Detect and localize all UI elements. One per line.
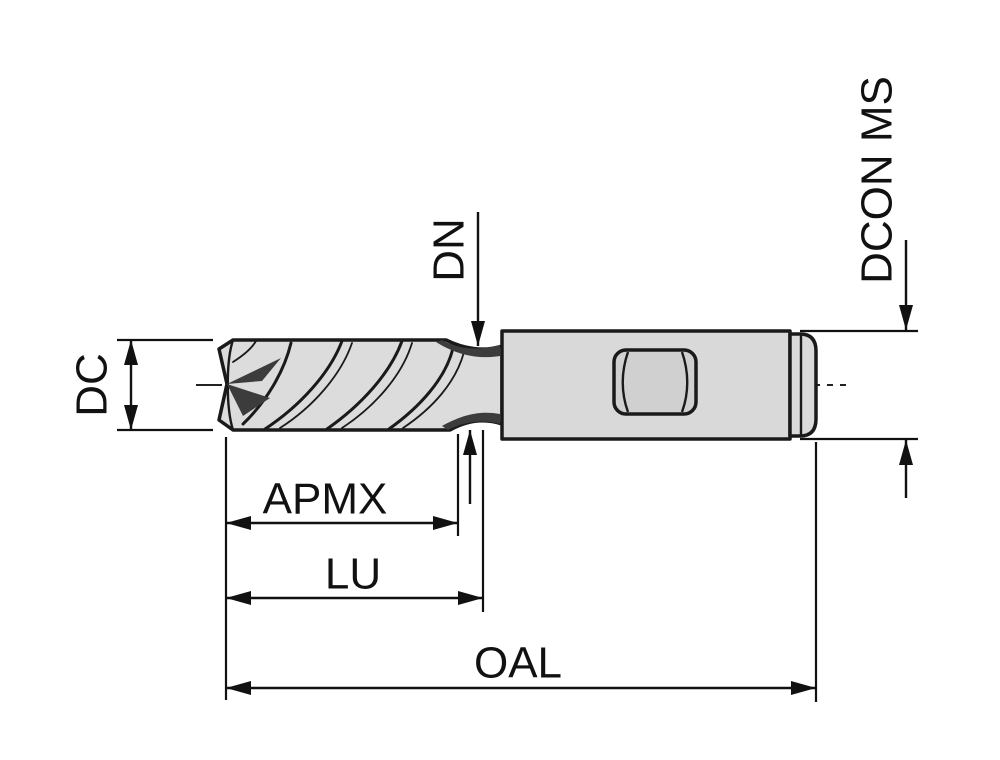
flute-curve-2b [279,342,353,429]
flute-section [217,338,504,432]
endmill-tool [217,329,818,441]
flute-body [217,338,504,432]
flute-curve-2 [263,339,344,431]
dn-label: DN [425,218,474,282]
dim-dn: DN [425,212,485,504]
dim-oal: OAL [226,442,818,702]
dcon-ms-label: DCON MS [853,76,902,284]
dc-label: DC [68,353,117,417]
end-cap-body [788,332,818,438]
flute-curve-4 [387,346,455,431]
flute-curve-4b [402,351,465,429]
flute-curve-1 [241,341,293,426]
runout-shade-top [436,340,500,358]
weldon-flat-face [612,348,698,416]
weldon-flat-right-arc [680,351,689,413]
lu-label: LU [325,550,381,599]
dim-dc: DC [68,338,213,432]
runout-shade-bottom [442,412,500,430]
weldon-flat-left-arc [621,351,630,413]
dim-lu: LU [226,430,485,612]
dim-dcon: DCON MS [800,76,918,498]
flute-curve-3b [341,342,413,429]
oal-label: OAL [474,639,562,688]
tool-end-cap [788,332,818,438]
end-gash-upper [227,358,281,384]
flute-curve-3 [325,339,404,431]
shank-section [500,329,818,441]
flute-curve-left [232,340,257,363]
dim-apmx: APMX [226,434,460,536]
apmx-label: APMX [263,475,388,524]
weldon-flat [612,348,698,416]
end-gash-lower [227,384,270,416]
